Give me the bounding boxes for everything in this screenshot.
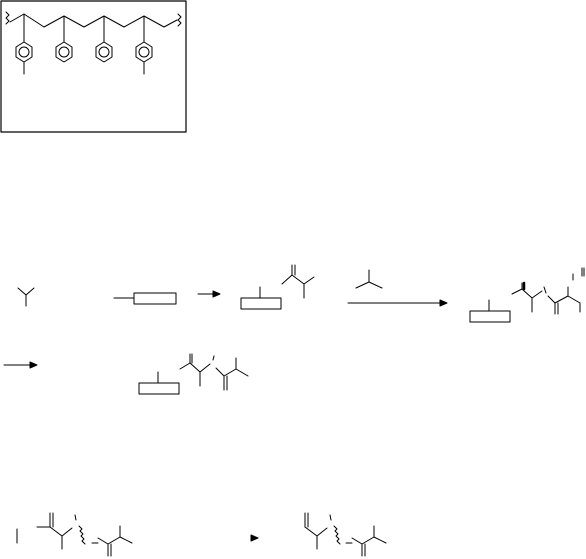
reaction-arrow-1	[197, 290, 221, 298]
reaction-arrow-3	[3, 361, 38, 369]
chain-end-right	[177, 13, 182, 27]
resin-bead-1	[113, 292, 177, 305]
reagent-y-shape-2	[355, 269, 383, 289]
polymer-frame	[0, 0, 187, 133]
reaction-arrow-2	[347, 299, 448, 307]
reagent-y-shape	[17, 287, 35, 307]
resin-bound-dipeptide-2	[138, 353, 249, 395]
polymer-structure-panel	[0, 0, 187, 133]
polymer-backbone	[9, 13, 178, 28]
benzene-ring-3	[95, 41, 113, 63]
benzene-ring-2	[55, 41, 73, 63]
resin-bound-ester-1	[240, 264, 315, 310]
chain-end-left	[5, 11, 10, 25]
tripeptide-fragment-1	[36, 512, 133, 557]
reaction-arrow-4	[250, 534, 259, 542]
benzene-ring-4	[135, 41, 153, 75]
resin-bound-dipeptide-1	[469, 267, 585, 323]
benzene-ring-1	[15, 41, 33, 75]
tripeptide-fragment-2	[304, 512, 387, 557]
